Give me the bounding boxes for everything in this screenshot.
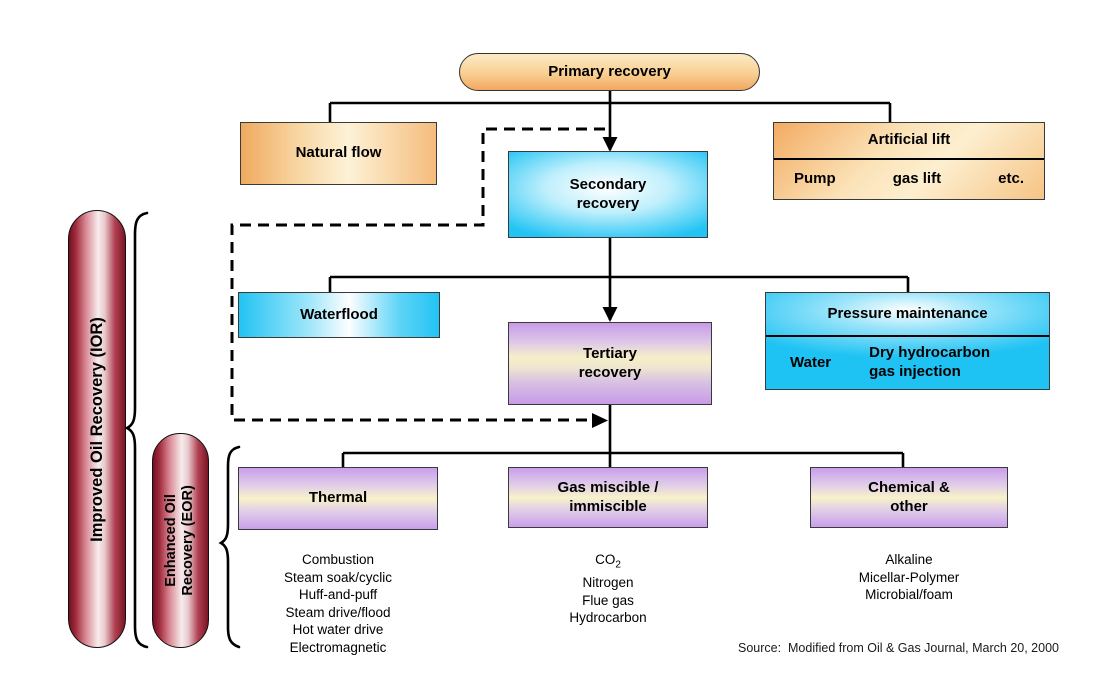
chemical-other-line1: Chemical &: [868, 478, 950, 496]
list-item: Nitrogen: [582, 575, 634, 591]
eor-brace: [218, 445, 241, 649]
pressure-maintenance-title: Pressure maintenance: [766, 293, 1049, 337]
artificial-lift-item-etc: etc.: [998, 170, 1024, 188]
arrowhead-secondary: [602, 137, 618, 152]
list-item: Hot water drive: [292, 622, 384, 637]
list-item: Steam drive/flood: [285, 604, 391, 620]
list-item: Hydrocarbon: [569, 610, 647, 626]
ior-brace: [124, 211, 149, 649]
node-tertiary-recovery: Tertiary recovery: [508, 322, 712, 405]
pressure-gas-line2: gas injection: [869, 363, 961, 380]
node-pressure-maintenance: Pressure maintenance Water Dry hydrocarb…: [765, 292, 1050, 390]
artificial-lift-item-gas-lift: gas lift: [892, 170, 942, 188]
node-gas-miscible: Gas miscible / immiscible: [508, 467, 708, 528]
primary-recovery-label: Primary recovery: [548, 62, 671, 80]
eor-label-line1: Enhanced Oil: [163, 494, 180, 587]
list-item: Steam soak/cyclic: [283, 569, 393, 585]
list-item-co2: CO2: [595, 552, 621, 571]
waterflood-label: Waterflood: [300, 305, 378, 323]
eor-label-line2: Recovery (EOR): [180, 485, 197, 596]
artificial-lift-title: Artificial lift: [774, 123, 1044, 160]
secondary-recovery-line1: Secondary: [569, 175, 647, 193]
pressure-item-gas-injection: Dry hydrocarbon gas injection: [869, 344, 990, 382]
chemical-method-list: Alkaline Micellar-Polymer Microbial/foam: [810, 551, 1008, 604]
artificial-lift-item-pump: Pump: [794, 170, 836, 188]
dashed-ior-path: [230, 127, 605, 422]
chemical-other-line2: other: [890, 497, 928, 515]
thermal-method-list: Combustion Steam soak/cyclic Huff-and-pu…: [238, 551, 438, 656]
node-natural-flow: Natural flow: [240, 122, 437, 185]
pressure-gas-line1: Dry hydrocarbon: [869, 344, 990, 362]
list-item: Flue gas: [582, 592, 634, 608]
pressure-maintenance-items: Water Dry hydrocarbon gas injection: [766, 337, 1049, 389]
tertiary-recovery-line1: Tertiary: [583, 344, 637, 362]
gas-method-list: CO2 Nitrogen Flue gas Hydrocarbon: [508, 551, 708, 627]
ior-side-pill: Improved Oil Recovery (IOR): [68, 210, 126, 648]
node-artificial-lift: Artificial lift Pump gas lift etc.: [773, 122, 1045, 200]
ior-label: Improved Oil Recovery (IOR): [87, 316, 106, 542]
gas-miscible-line1: Gas miscible /: [557, 478, 659, 496]
node-chemical-other: Chemical & other: [810, 467, 1008, 528]
source-note: Source: Modified from Oil & Gas Journal,…: [738, 641, 1059, 655]
tertiary-bus-line: [341, 405, 905, 467]
arrowhead-tertiary: [602, 307, 618, 322]
list-item: Micellar-Polymer: [858, 569, 960, 585]
natural-flow-label: Natural flow: [295, 144, 382, 162]
gas-miscible-line2: immiscible: [569, 497, 647, 515]
primary-bus-line: [328, 91, 892, 150]
node-secondary-recovery: Secondary recovery: [508, 151, 708, 238]
node-waterflood: Waterflood: [238, 292, 440, 338]
eor-label: Enhanced Oil Recovery (EOR): [163, 485, 198, 595]
eor-side-pill: Enhanced Oil Recovery (EOR): [152, 433, 209, 648]
node-primary-recovery: Primary recovery: [459, 53, 760, 91]
list-item: Electromagnetic: [289, 639, 387, 655]
pressure-item-water: Water: [790, 353, 832, 371]
list-item: Huff-and-puff: [298, 587, 378, 602]
node-thermal: Thermal: [238, 467, 438, 530]
artificial-lift-items: Pump gas lift etc.: [774, 160, 1044, 199]
list-item: Microbial/foam: [865, 587, 953, 602]
secondary-bus-line: [328, 238, 910, 320]
list-item: Alkaline: [885, 552, 933, 567]
thermal-label: Thermal: [308, 489, 368, 507]
tertiary-recovery-line2: recovery: [578, 363, 642, 381]
list-item: Combustion: [301, 552, 375, 567]
secondary-recovery-line2: recovery: [576, 194, 640, 212]
arrowhead-dashed: [592, 413, 608, 428]
